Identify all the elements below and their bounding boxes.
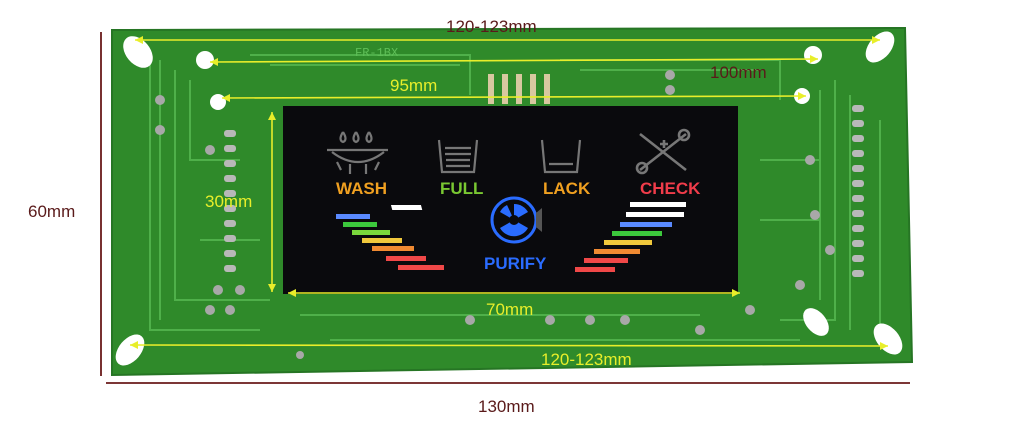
bar	[386, 256, 426, 261]
bar	[594, 249, 640, 254]
bar	[398, 265, 444, 270]
bar	[612, 231, 662, 236]
dimension-top-width: 120-123mm	[446, 17, 537, 36]
dimension-display-width: 70mm	[486, 300, 534, 319]
dimension-arrowheads	[130, 36, 888, 350]
dimension-inner-width: 100mm	[710, 63, 767, 82]
empty-tank-icon	[540, 139, 582, 174]
bar	[630, 202, 686, 207]
vias	[155, 70, 835, 359]
bar	[626, 212, 684, 217]
bar	[352, 230, 390, 235]
bar	[362, 238, 402, 243]
tools-icon	[635, 128, 691, 175]
bar	[336, 214, 370, 219]
bar	[390, 205, 423, 210]
dimension-board-height: 60mm	[28, 202, 76, 221]
bar	[620, 222, 672, 227]
header-pins	[488, 74, 550, 104]
lack-label: LACK	[543, 179, 591, 198]
right-level-bars	[575, 202, 686, 272]
pin-pads-left	[224, 130, 236, 272]
left-level-bars	[336, 205, 444, 270]
wash-label: WASH	[336, 179, 387, 198]
full-label: FULL	[440, 179, 484, 198]
bar	[343, 222, 377, 227]
silkscreen-label: FR-1BX	[355, 46, 399, 60]
check-label: CHECK	[640, 179, 701, 198]
bar	[584, 258, 628, 263]
bar	[604, 240, 652, 245]
dimension-display-height: 30mm	[205, 192, 253, 211]
bar	[372, 246, 414, 251]
bar	[575, 267, 615, 272]
yellow-dimension-lines	[129, 39, 889, 347]
pin-pads-right	[852, 105, 864, 277]
dimension-hole-span: 95mm	[390, 76, 438, 95]
dark-dimension-lines	[100, 32, 910, 384]
purify-fan-icon	[490, 196, 542, 244]
dimension-board-length: 130mm	[478, 397, 535, 416]
purify-label: PURIFY	[484, 254, 547, 273]
dimension-bottom-width: 120-123mm	[541, 350, 632, 369]
full-tank-icon	[437, 139, 479, 174]
wash-icon	[327, 131, 388, 174]
